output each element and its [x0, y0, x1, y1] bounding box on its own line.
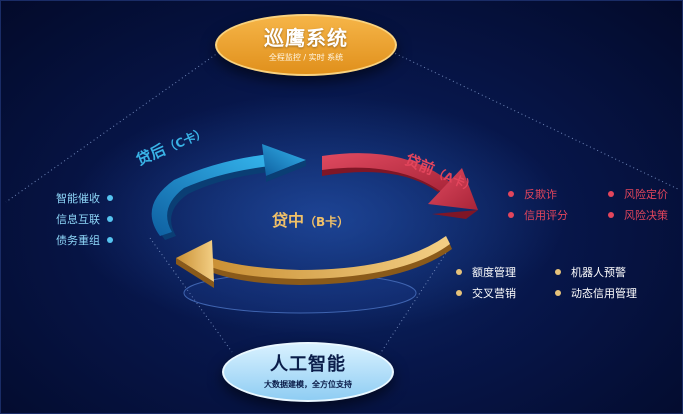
- before-loan-list-2: 风险定价 风险决策: [608, 183, 668, 225]
- bullet-dot-icon: [456, 289, 462, 296]
- bullet-dot-icon: [508, 211, 514, 218]
- list-item: 反欺诈: [508, 183, 568, 204]
- top-pill-title: 巡鹰系统: [264, 26, 348, 50]
- list-item: 机器人预警: [555, 261, 637, 282]
- list-item: 风险定价: [608, 183, 668, 204]
- stage-label-middle: 贷中（B卡）: [272, 207, 349, 231]
- mid-loan-list-1: 额度管理 交叉营销: [456, 261, 516, 303]
- bottom-pill-subtitle: 大数据建模，全方位支持: [264, 380, 352, 389]
- list-item: 信用评分: [508, 204, 568, 225]
- bullet-dot-icon: [555, 268, 561, 275]
- list-item: 动态信用管理: [555, 282, 637, 303]
- bullet-dot-icon: [107, 236, 113, 243]
- list-item: 额度管理: [456, 261, 516, 282]
- bullet-dot-icon: [456, 268, 462, 275]
- bullet-dot-icon: [107, 194, 113, 201]
- list-item: 信息互联: [56, 208, 113, 229]
- bullet-dot-icon: [508, 190, 514, 197]
- list-item: 风险决策: [608, 204, 668, 225]
- bullet-dot-icon: [107, 215, 113, 222]
- bottom-pill-ai: 人工智能 大数据建模，全方位支持: [222, 342, 394, 402]
- arrow-middle: [176, 236, 452, 288]
- stage-middle-card: （B卡）: [304, 215, 350, 229]
- arrow-after: [151, 144, 306, 240]
- dotted-line-top-left: [5, 49, 223, 203]
- bullet-dot-icon: [608, 190, 614, 197]
- bottom-pill-title: 人工智能: [270, 354, 346, 375]
- stage-middle-name: 贷中: [272, 211, 305, 230]
- list-item: 债务重组: [56, 229, 113, 250]
- center-glow: [68, 95, 568, 335]
- list-item: 交叉营销: [456, 282, 516, 303]
- bullet-dot-icon: [608, 211, 614, 218]
- dotted-line-bottom-right: [379, 249, 449, 355]
- top-pill-subtitle: 全程监控 / 实时 系统: [268, 53, 344, 62]
- bullet-dot-icon: [555, 289, 561, 296]
- list-item: 智能催收: [56, 187, 113, 208]
- top-pill-system: 巡鹰系统 全程监控 / 实时 系统: [215, 14, 397, 76]
- arrow-before: [322, 153, 478, 219]
- before-loan-list-1: 反欺诈 信用评分: [508, 183, 568, 225]
- after-loan-list: 智能催收 信息互联 债务重组: [56, 187, 113, 250]
- mid-loan-list-2: 机器人预警 动态信用管理: [555, 261, 637, 303]
